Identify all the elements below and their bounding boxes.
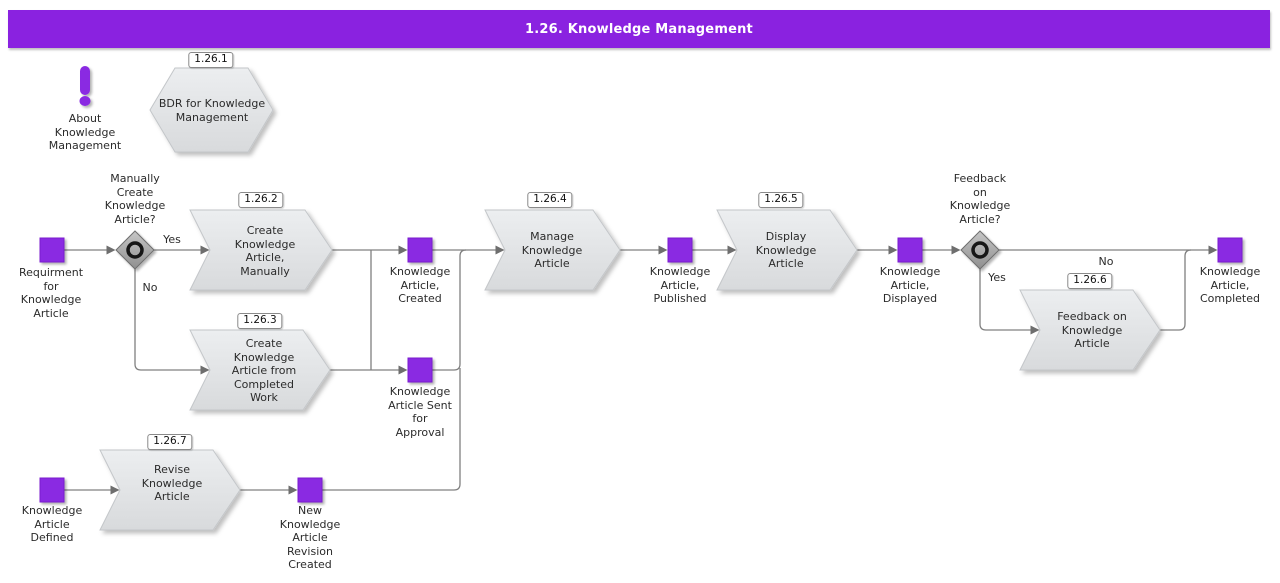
label-revision-event: New Knowledge Article Revision Created xyxy=(279,504,341,571)
tag-1-26-6: 1.26.6 xyxy=(1067,273,1113,289)
label-manage: Manage Knowledge Article xyxy=(521,230,583,270)
label-gateway-manual-no: No xyxy=(142,281,158,294)
event-requirement-for-knowledge-article[interactable] xyxy=(39,237,65,263)
page-title: 1.26. Knowledge Management xyxy=(525,21,753,37)
connector-gateway-no-to-create-from-work xyxy=(134,269,210,375)
process-create-knowledge-article-manually[interactable] xyxy=(189,209,333,291)
label-create-manually: Create Knowledge Article, Manually xyxy=(234,224,296,278)
tag-1-26-2: 1.26.2 xyxy=(238,192,284,208)
label-gateway-feedback-question: Feedback on Knowledge Article? xyxy=(949,172,1011,226)
label-about: About Knowledge Management xyxy=(48,112,122,152)
event-knowledge-article-created[interactable] xyxy=(407,237,433,263)
label-display: Display Knowledge Article xyxy=(755,230,817,270)
gateway-manually-create[interactable] xyxy=(115,230,155,270)
process-manage-knowledge-article[interactable] xyxy=(484,209,621,291)
label-sent-event: Knowledge Article Sent for Approval xyxy=(388,385,452,439)
diagram-title-bar: 1.26. Knowledge Management xyxy=(8,10,1270,48)
label-defined-event: Knowledge Article Defined xyxy=(21,504,83,544)
label-gateway-feedback-yes: Yes xyxy=(988,271,1006,284)
label-create-from-work: Create Knowledge Article from Completed … xyxy=(231,337,297,404)
label-requirement-event: Requirment for Knowledge Article xyxy=(18,266,84,320)
label-gateway-feedback-no: No xyxy=(1098,255,1114,268)
connector-revision-to-manage-merge xyxy=(322,368,461,491)
tag-1-26-5: 1.26.5 xyxy=(758,192,804,208)
label-gateway-manual-question: Manually Create Knowledge Article? xyxy=(104,172,166,226)
label-created-event: Knowledge Article, Created xyxy=(389,265,451,305)
bdr-hexagon[interactable] xyxy=(149,67,274,153)
label-feedback: Feedback on Knowledge Article xyxy=(1057,310,1127,350)
process-revise-knowledge-article[interactable] xyxy=(99,449,241,531)
about-exclamation-icon[interactable] xyxy=(79,66,91,106)
tag-1-26-4: 1.26.4 xyxy=(527,192,573,208)
connector-gateway-yes-to-feedback xyxy=(979,269,1040,335)
tag-1-26-3: 1.26.3 xyxy=(237,313,283,329)
label-bdr: BDR for Knowledge Management xyxy=(158,97,266,124)
label-displayed-event: Knowledge Article, Displayed xyxy=(879,265,941,305)
label-revise: Revise Knowledge Article xyxy=(141,463,203,503)
event-new-knowledge-article-revision-created[interactable] xyxy=(297,477,323,503)
event-knowledge-article-defined[interactable] xyxy=(39,477,65,503)
process-display-knowledge-article[interactable] xyxy=(716,209,858,291)
event-knowledge-article-displayed[interactable] xyxy=(897,237,923,263)
event-knowledge-article-completed[interactable] xyxy=(1217,237,1243,263)
process-create-knowledge-article-from-completed-work[interactable] xyxy=(189,329,331,411)
gateway-feedback[interactable] xyxy=(960,230,1000,270)
event-knowledge-article-published[interactable] xyxy=(667,237,693,263)
process-feedback-on-knowledge-article[interactable] xyxy=(1019,289,1161,371)
tag-1-26-7: 1.26.7 xyxy=(147,434,193,450)
connector-feedback-to-completed-merge xyxy=(1160,249,1192,331)
label-gateway-manual-yes: Yes xyxy=(163,233,181,246)
label-completed-event: Knowledge Article, Completed xyxy=(1199,265,1261,305)
connector-sent-to-manage-merge xyxy=(432,249,467,371)
label-published-event: Knowledge Article, Published xyxy=(649,265,711,305)
tag-1-26-1: 1.26.1 xyxy=(188,52,234,68)
event-knowledge-article-sent-for-approval[interactable] xyxy=(407,357,433,383)
